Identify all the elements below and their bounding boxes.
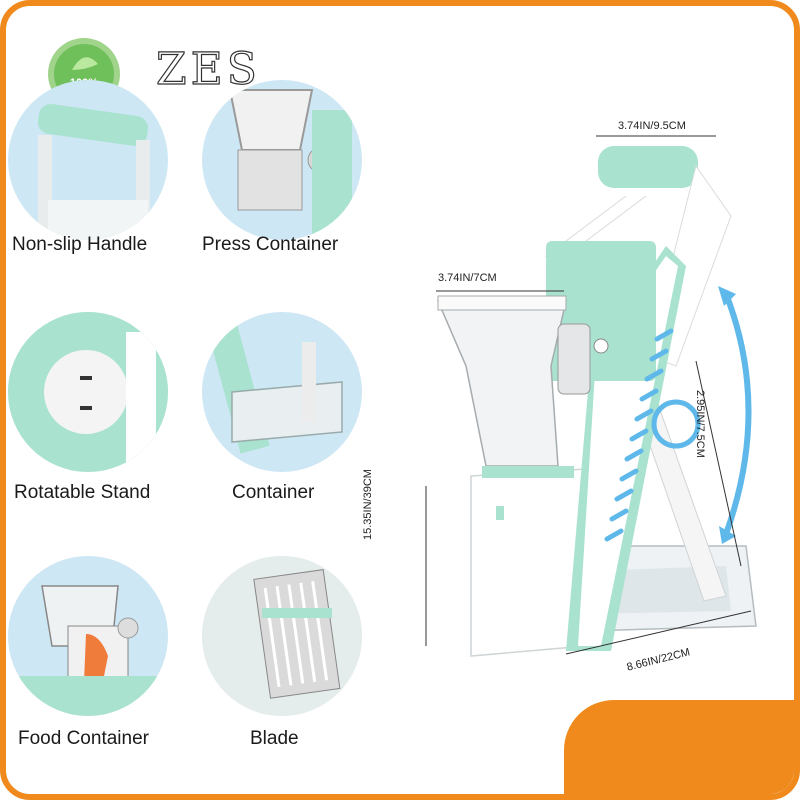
- orange-corner-accent: [564, 700, 794, 794]
- press-container-closeup-image: [202, 80, 362, 240]
- handle-closeup-image: [8, 80, 168, 240]
- feature-label-blade: Blade: [250, 728, 299, 749]
- dimension-press-width: 3.74IN/7CM: [438, 272, 497, 284]
- feature-label-non-slip-handle: Non-slip Handle: [12, 234, 148, 255]
- feature-label-rotatable-stand: Rotatable Stand: [14, 482, 151, 503]
- container-closeup-image: [202, 312, 362, 472]
- feature-label-food-container: Food Container: [18, 728, 149, 749]
- feature-label-container: Container: [232, 482, 315, 503]
- dimension-top-width: 3.74IN/9.5CM: [618, 120, 686, 132]
- dimension-side: 2.95IN/7.5CM: [694, 390, 706, 458]
- stand-closeup-image: [8, 312, 168, 472]
- food-container-closeup-image: [8, 556, 168, 716]
- feature-label-press-container: Press Container: [202, 234, 339, 255]
- mandoline-slicer-illustration: [386, 106, 766, 686]
- brand-name: ZES: [155, 43, 261, 95]
- blade-closeup-image: [202, 556, 362, 716]
- dimension-height: 15.35IN/39CM: [362, 469, 374, 540]
